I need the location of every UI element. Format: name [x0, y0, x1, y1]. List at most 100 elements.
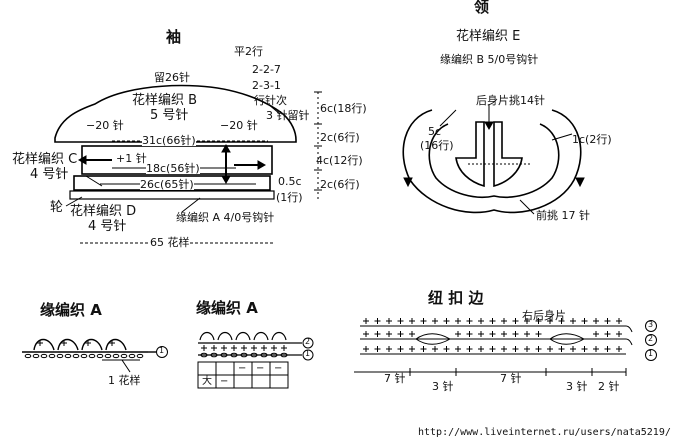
band-stitch-mark	[501, 346, 507, 352]
edge-a2-stitch-mark	[241, 345, 247, 351]
sleeve-height-6c: 6c(18行)	[320, 102, 367, 115]
sleeve-cap	[54, 84, 297, 143]
band-stitch-mark	[478, 331, 484, 337]
collar-front-pick: 前挑 17 针	[536, 209, 590, 222]
edge-a2-stitch-mark	[201, 345, 207, 351]
sleeve-height-4c: 4c(12行)	[316, 154, 363, 167]
sleeve-height-05c: 0.5c	[278, 175, 302, 188]
edge-a1-title: 缘编织 A	[40, 301, 102, 319]
band-stitch-mark	[443, 318, 450, 324]
collar-back-pick: 后身片挑14针	[476, 94, 545, 107]
band-stitch-mark	[604, 346, 611, 352]
band-row3: 3	[648, 320, 654, 329]
chain-stitch-mark	[64, 353, 72, 359]
band-stitch-mark	[478, 318, 484, 324]
edge-a2-row2-circle	[302, 337, 314, 349]
edge-a1-row1-circle	[156, 346, 168, 358]
chain-stitch-mark	[260, 352, 268, 358]
band-stitch-mark	[363, 331, 369, 337]
collar-pattern-e: 花样编织 E	[456, 29, 521, 44]
sleeve-flat-rows: 平2行	[234, 45, 263, 58]
chain-stitch-mark	[250, 352, 258, 358]
band-stitch-mark	[409, 331, 415, 337]
chain-stitch-mark	[80, 353, 88, 359]
collar-left-16: (16行)	[420, 139, 454, 152]
band-row1-circle	[645, 349, 657, 361]
band-stitch-mark	[512, 318, 519, 324]
band-stitch-mark	[512, 331, 519, 337]
collar-outer	[402, 109, 582, 214]
band-stitch-mark	[547, 318, 553, 324]
band-stitch-mark	[558, 318, 565, 324]
band-stitch-mark	[535, 346, 542, 352]
chain-stitch-mark	[280, 352, 288, 358]
band-stitch-mark	[616, 346, 622, 352]
band-stitch-mark	[478, 346, 484, 352]
band-stitch-mark	[570, 318, 576, 324]
chain-stitch-mark	[220, 352, 228, 358]
collar-arrows	[403, 104, 585, 215]
band-seg-2: 2 针	[598, 380, 620, 393]
grid-cell: 大	[202, 376, 212, 387]
edge-a2-stitch-mark	[281, 345, 287, 351]
band-stitch-mark	[593, 318, 599, 324]
sleeve-top-leave: 留26针	[154, 71, 190, 84]
watermark-url: http://www.liveinternet.ru/users/nata521…	[418, 427, 671, 438]
sleeve-plus-1: +1 针	[116, 152, 147, 165]
band-stitch-mark	[386, 318, 392, 324]
sleeve-wheel: 轮	[50, 200, 64, 215]
edge-a2-stitch-mark	[231, 345, 237, 351]
band-row2-circle	[645, 334, 657, 346]
band-stitch-mark	[455, 318, 461, 324]
sleeve-edge-a-hook: 缘编织 A 4/0号钩针	[176, 211, 275, 224]
band-row2: 2	[648, 334, 654, 343]
band-stitch-mark	[455, 346, 461, 352]
band-stitch-mark	[443, 346, 450, 352]
sleeve-needle-4-d: 4 号针	[88, 219, 127, 234]
band-stitch-mark	[512, 346, 519, 352]
band-stitch-mark	[374, 346, 381, 352]
chain-stitch-mark	[112, 353, 120, 359]
edge-a2-chart	[197, 331, 302, 389]
edge-a2-row1-circle	[302, 349, 314, 361]
sleeve-dec-b: 2-3-1	[252, 79, 281, 92]
chain-stitch-mark	[40, 353, 48, 359]
edge-a2-stitch-mark	[251, 345, 257, 351]
chain-stitch-mark	[270, 352, 278, 358]
sleeve-dec-a: 2-2-7	[252, 63, 281, 76]
band-stitch-mark	[524, 346, 530, 352]
band-stitch-mark	[524, 331, 530, 337]
sleeve-pattern-c: 花样编织 C	[12, 152, 78, 167]
band-seg-3a: 3 针	[432, 380, 454, 393]
sleeve-band	[69, 190, 275, 200]
sleeve-dec-c: 行针次	[254, 94, 287, 107]
band-stitch-mark	[397, 346, 404, 352]
collar-title: 领	[474, 0, 490, 16]
band-stitch-mark	[386, 331, 392, 337]
grid-cell: −	[256, 363, 265, 374]
collar-inner	[428, 123, 560, 198]
collar-center-left	[455, 121, 485, 188]
band-seg-3b: 3 针	[566, 380, 588, 393]
sleeve-leave-3: 3 针留针	[266, 109, 310, 122]
band-stitch-mark	[616, 331, 622, 337]
edge-a2-title: 缘编织 A	[196, 299, 258, 317]
band-stitch-mark	[386, 346, 392, 352]
collar-left-5c: 5c	[428, 125, 442, 138]
edge-a1-plus-marks	[37, 340, 115, 346]
band-stitch-mark	[604, 318, 611, 324]
button-band-title: 纽 扣 边	[428, 289, 484, 307]
chain-stitch-mark	[230, 352, 238, 358]
band-stitch-mark	[363, 346, 369, 352]
chain-stitch-mark	[48, 353, 56, 359]
band-stitch-mark	[420, 318, 427, 324]
sleeve-needle-4-c: 4 号针	[30, 167, 69, 182]
band-row1: 1	[648, 349, 654, 358]
chain-stitch-mark	[240, 352, 248, 358]
band-stitch-mark	[501, 318, 507, 324]
chain-stitch-mark	[72, 353, 80, 359]
grid-cell: −	[220, 376, 229, 387]
band-seg-7a: 7 针	[384, 372, 406, 385]
collar-edge-b: 缘编织 B 5/0号钩针	[440, 53, 539, 66]
